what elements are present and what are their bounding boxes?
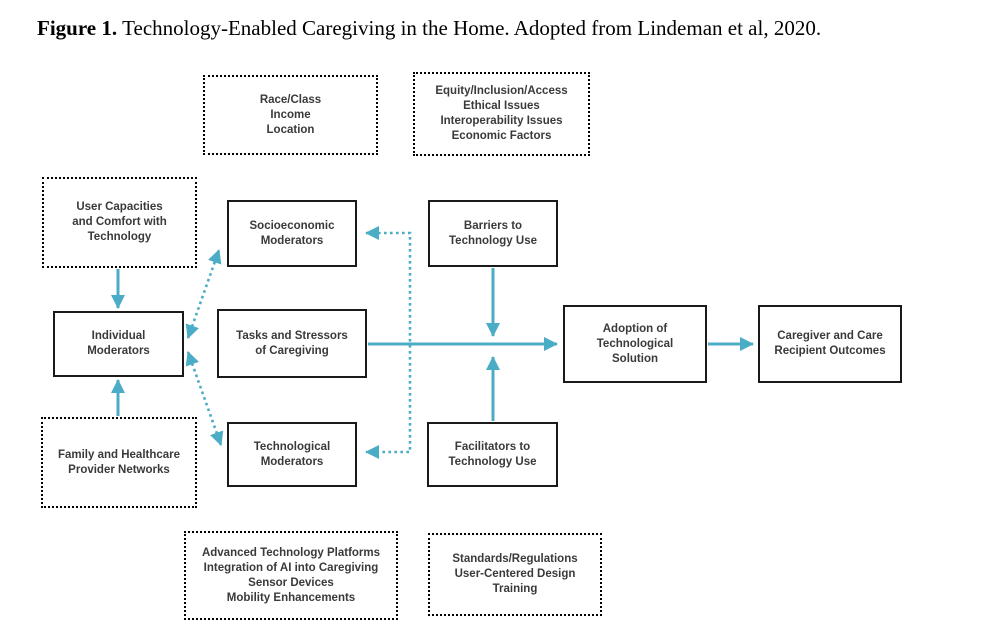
figure-caption: Technology-Enabled Caregiving in the Hom… [122,16,822,40]
box-technological-moderators: Technological Moderators [227,422,357,487]
box-adoption-technological-solution: Adoption of Technological Solution [563,305,707,383]
box-race-class-income-location: Race/Class Income Location [203,75,378,155]
box-individual-moderators: Individual Moderators [53,311,184,377]
box-advanced-technology-platforms: Advanced Technology Platforms Integratio… [184,531,398,620]
box-caregiver-care-recipient-outcomes: Caregiver and Care Recipient Outcomes [758,305,902,383]
figure-title: Figure 1.Technology-Enabled Caregiving i… [37,16,821,41]
box-family-healthcare-networks: Family and Healthcare Provider Networks [41,417,197,508]
box-tasks-stressors-caregiving: Tasks and Stressors of Caregiving [217,309,367,378]
box-socioeconomic-moderators: Socioeconomic Moderators [227,200,357,267]
box-user-capacities: User Capacities and Comfort with Technol… [42,177,197,268]
box-equity-inclusion-access: Equity/Inclusion/Access Ethical Issues I… [413,72,590,156]
box-barriers-technology-use: Barriers to Technology Use [428,200,558,267]
box-facilitators-technology-use: Facilitators to Technology Use [427,422,558,487]
arrow-bracket-socio-tech [365,226,412,459]
box-standards-regulations: Standards/Regulations User-Centered Desi… [428,533,602,616]
figure-number-label: Figure 1. [37,16,118,40]
